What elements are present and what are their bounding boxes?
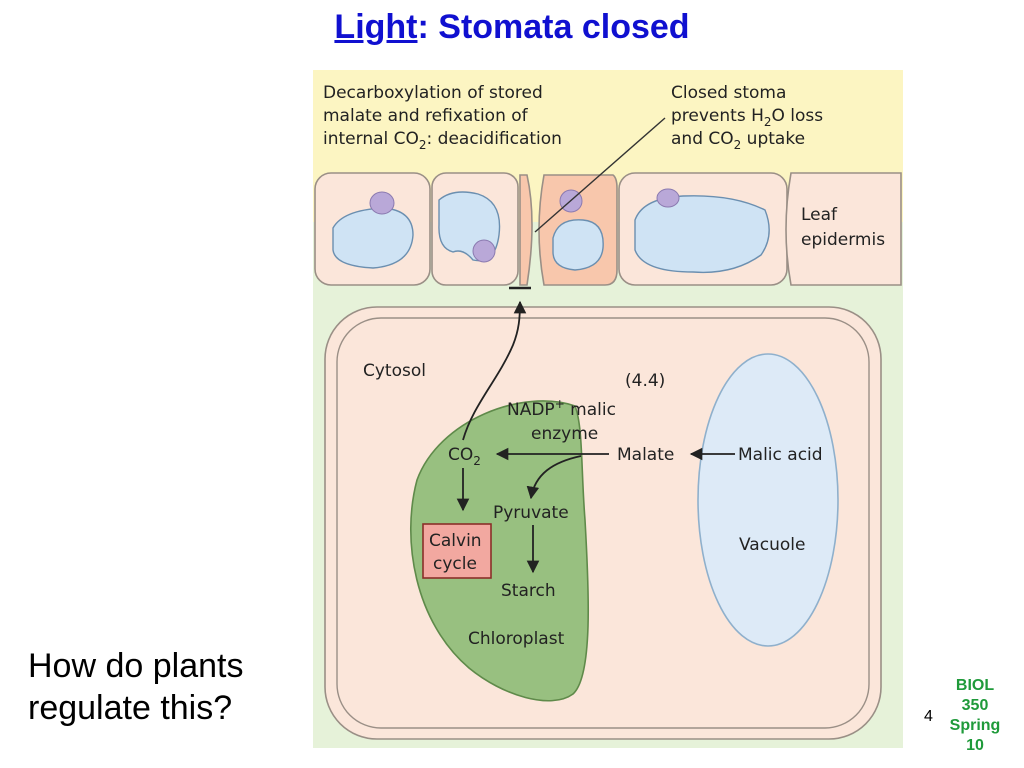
course-line-3: Spring: [949, 717, 1001, 734]
label-starch: Starch: [501, 581, 556, 601]
label-cytosol: Cytosol: [363, 361, 426, 381]
title-light: Light: [334, 8, 418, 46]
title-rest: : Stomata closed: [417, 8, 690, 46]
question-line-2: regulate this?: [28, 689, 233, 727]
arrow-malate-to-pyruvate: [526, 455, 582, 500]
question-text: How do plants regulate this?: [28, 645, 243, 729]
label-equation: (4.4): [625, 371, 665, 391]
course-line-2: 350: [961, 697, 989, 714]
label-calvin-cycle: Calvin cycle: [429, 531, 487, 574]
pathway-arrows: [456, 286, 735, 574]
guard-cell-left: [519, 174, 533, 286]
vacuole-blob: [634, 195, 770, 274]
epidermal-cell: [785, 172, 902, 286]
slide-title: Light: Stomata closed: [0, 8, 1024, 47]
caption-right: Closed stoma prevents H2O loss and CO2 u…: [671, 83, 829, 152]
pointer-line: [534, 117, 666, 233]
page-number: 4: [924, 708, 933, 725]
vacuole: [697, 353, 839, 647]
chloroplast: [409, 400, 590, 702]
arrow-co2-to-stoma: [462, 300, 527, 441]
course-line-1: BIOL: [955, 677, 995, 694]
label-vacuole: Vacuole: [739, 535, 805, 555]
caption-left: Decarboxylation of stored malate and ref…: [323, 83, 562, 152]
label-malate: Malate: [617, 445, 674, 465]
vacuole-blob: [332, 207, 414, 269]
label-malic-acid: Malic acid: [738, 445, 823, 465]
label-co2: CO2: [448, 445, 481, 468]
label-enzyme: NADP+ malic enzyme: [507, 397, 621, 444]
epidermis-vacuoles: [332, 191, 770, 274]
vacuole-blob: [552, 219, 604, 271]
label-leaf-epidermis: Leaf epidermis: [801, 205, 885, 250]
calvin-cycle-box: [422, 523, 492, 579]
course-line-4: 10: [966, 737, 984, 754]
cam-diagram: Decarboxylation of stored malate and ref…: [313, 70, 903, 748]
label-pyruvate: Pyruvate: [493, 503, 569, 523]
label-chloroplast: Chloroplast: [468, 629, 565, 649]
course-label: BIOL 350 Spring 10: [948, 676, 1002, 756]
question-line-1: How do plants: [28, 647, 244, 685]
